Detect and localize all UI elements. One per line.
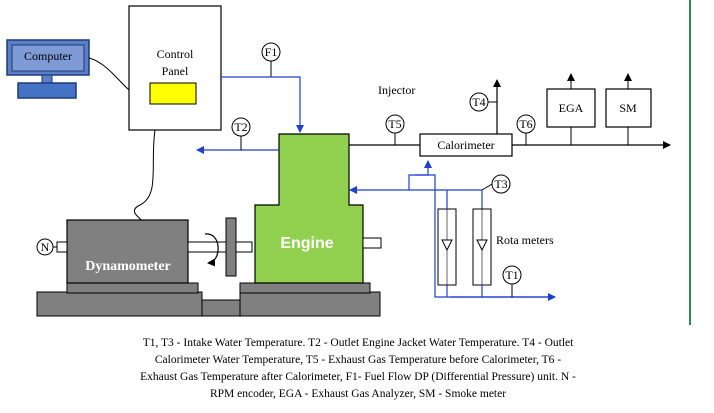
caption-line-4: RPM encoder, EGA - Exhaust Gas Analyzer,… bbox=[209, 388, 507, 400]
control-panel-label-line1: Control bbox=[157, 47, 194, 61]
inlet-water-temp-t1-label: T1 bbox=[505, 268, 518, 282]
dynamometer-label: Dynamometer bbox=[85, 259, 171, 274]
rpm-sensor-n: N bbox=[36, 238, 57, 256]
rotation-arrow bbox=[204, 233, 219, 267]
engine-label: Engine bbox=[280, 235, 333, 252]
computer-label: Computer bbox=[24, 49, 72, 63]
computer: Computer bbox=[6, 39, 90, 99]
computer-cable bbox=[88, 57, 130, 91]
exhaust-temp-before-label: T5 bbox=[388, 117, 401, 131]
fuel-flow-label: F1 bbox=[265, 45, 278, 59]
computer-keyboard bbox=[17, 82, 77, 99]
computer-stand bbox=[41, 74, 53, 84]
rota-meters-label: Rota meters bbox=[496, 233, 554, 247]
base-plate-left bbox=[36, 291, 203, 317]
figure-caption: T1, T3 - Intake Water Temperature. T2 - … bbox=[8, 335, 708, 403]
inlet-water-temp-t3-label: T3 bbox=[494, 177, 507, 191]
caption-line-2: Calorimeter Water Temperature, T5 - Exha… bbox=[154, 354, 562, 366]
flywheel bbox=[225, 217, 237, 277]
inlet-water-temp-sensor-t1: T1 bbox=[502, 265, 522, 297]
injector-label: Injector bbox=[378, 83, 415, 97]
calorimeter-label: Calorimeter bbox=[437, 138, 494, 152]
caption-line-1: T1, T3 - Intake Water Temperature. T2 - … bbox=[142, 337, 574, 349]
base-plate-right bbox=[239, 291, 381, 317]
rpm-sensor-label: N bbox=[41, 240, 50, 254]
engine-test-rig-diagram: Computer Control Panel Dynamometer N bbox=[6, 5, 671, 317]
control-panel-display bbox=[149, 82, 197, 105]
engine: Engine bbox=[254, 133, 382, 284]
exhaust-temp-sensor-t5: T5 bbox=[385, 114, 405, 145]
exhaust-gas-analyzer: EGA bbox=[546, 73, 596, 145]
jacket-temp-sensor-t2: T2 bbox=[231, 117, 251, 150]
calorimeter-water-inlet bbox=[408, 160, 432, 190]
calorimeter-water-temp-label: T4 bbox=[472, 95, 485, 109]
smoke-meter: SM bbox=[605, 73, 652, 145]
control-panel: Control Panel bbox=[128, 5, 222, 131]
dyno-cable bbox=[133, 129, 156, 223]
fuel-line bbox=[221, 76, 304, 133]
caption-line-3: Exhaust Gas Temperature after Calorimete… bbox=[140, 371, 576, 383]
dynamometer: Dynamometer bbox=[56, 217, 253, 284]
control-panel-label-line2: Panel bbox=[162, 64, 189, 78]
rota-meters bbox=[437, 190, 492, 297]
page-border-line bbox=[689, 0, 691, 325]
exhaust-temp-after-label: T6 bbox=[519, 117, 532, 131]
jacket-temp-label: T2 bbox=[234, 120, 247, 134]
sm-label: SM bbox=[619, 101, 637, 115]
engine-water-inlet bbox=[349, 186, 483, 209]
fuel-flow-sensor-f1: F1 bbox=[261, 42, 281, 77]
ega-label: EGA bbox=[559, 101, 584, 115]
exhaust-temp-sensor-t6: T6 bbox=[516, 114, 536, 145]
calorimeter-water-temp-sensor-t4: T4 bbox=[469, 92, 497, 112]
inlet-water-temp-sensor-t3: T3 bbox=[481, 174, 511, 194]
calorimeter: Calorimeter bbox=[419, 133, 513, 157]
